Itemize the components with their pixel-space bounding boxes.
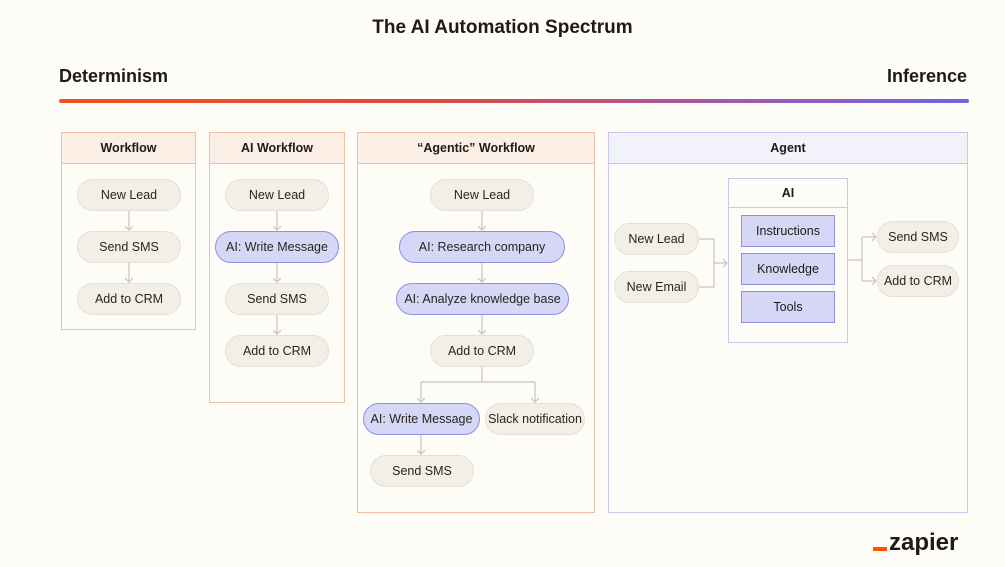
panel-ai-workflow-title: AI Workflow [210, 133, 344, 164]
axis-label-inference: Inference [886, 66, 967, 86]
panel-agentic-workflow-title: “Agentic” Workflow [358, 133, 594, 164]
workflow-step-new-lead: New Lead [77, 179, 181, 211]
zapier-logo: zapier [873, 529, 958, 556]
agent-ai-tools: Tools [741, 291, 835, 323]
agent-ai-instructions: Instructions [741, 215, 835, 247]
ai-workflow-step-new-lead: New Lead [225, 179, 329, 211]
agentic-step-add-to-crm: Add to CRM [430, 335, 534, 367]
agentic-step-analyze-knowledge-base: AI: Analyze knowledge base [396, 283, 569, 315]
agentic-step-new-lead: New Lead [430, 179, 534, 211]
panel-workflow-title: Workflow [62, 133, 195, 164]
ai-workflow-step-add-to-crm: Add to CRM [225, 335, 329, 367]
workflow-step-send-sms: Send SMS [77, 231, 181, 263]
axis-label-determinism: Determinism [59, 66, 169, 86]
agent-trigger-new-lead: New Lead [614, 223, 699, 255]
spectrum-gradient-bar [59, 99, 969, 103]
panel-agentic-workflow: “Agentic” Workflow [357, 132, 595, 513]
agent-ai-knowledge: Knowledge [741, 253, 835, 285]
underscore-mark-icon [873, 547, 887, 551]
ai-workflow-step-send-sms: Send SMS [225, 283, 329, 315]
agent-action-send-sms: Send SMS [877, 221, 959, 253]
agent-trigger-new-email: New Email [614, 271, 699, 303]
agentic-step-write-message: AI: Write Message [363, 403, 480, 435]
workflow-step-add-to-crm: Add to CRM [77, 283, 181, 315]
agentic-step-slack-notification: Slack notification [485, 403, 585, 435]
ai-workflow-step-write-message: AI: Write Message [215, 231, 339, 263]
panel-agent-title: Agent [609, 133, 967, 164]
agentic-step-research-company: AI: Research company [399, 231, 565, 263]
agentic-step-send-sms: Send SMS [370, 455, 474, 487]
page-title: The AI Automation Spectrum [372, 17, 633, 38]
zapier-logo-text: zapier [889, 529, 958, 556]
agent-ai-label: AI [729, 179, 847, 208]
agent-action-add-to-crm: Add to CRM [877, 265, 959, 297]
